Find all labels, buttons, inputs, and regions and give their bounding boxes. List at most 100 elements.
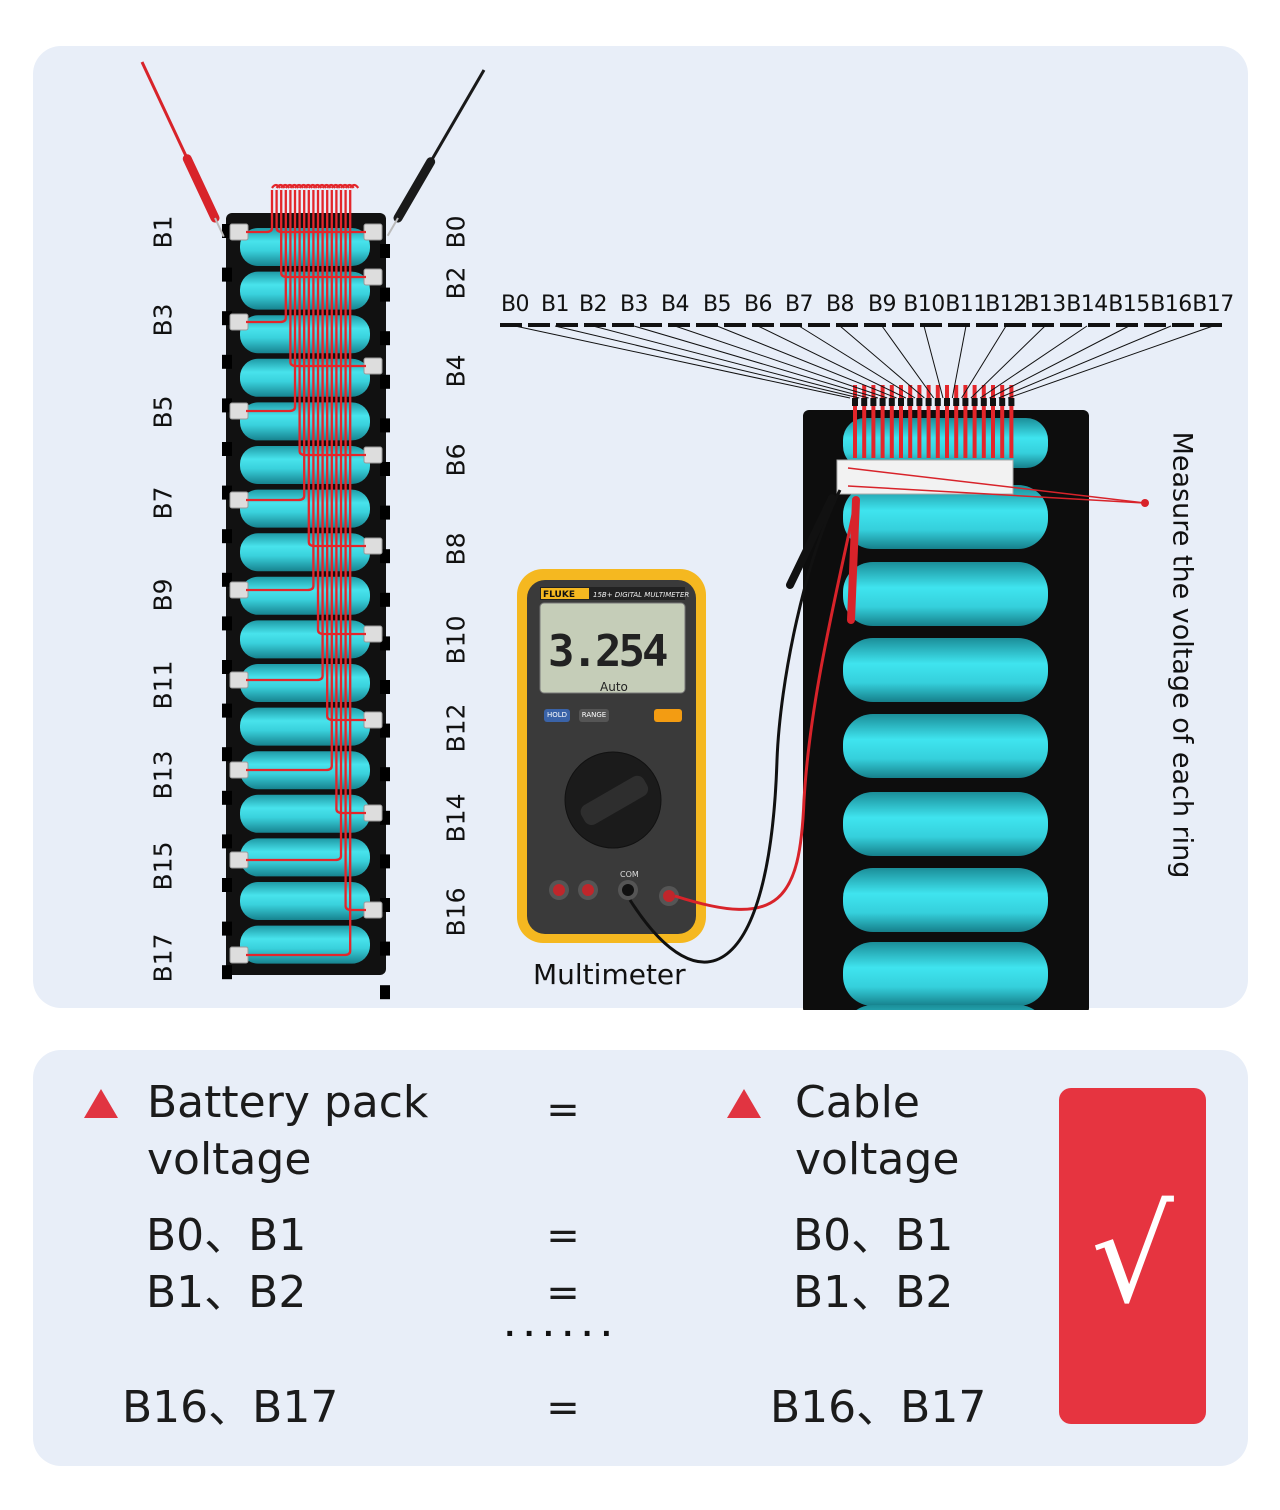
sense-wire [246, 190, 274, 234]
frame-notch [380, 810, 390, 825]
connector-pin-label: B9 [867, 292, 897, 317]
sense-wire [289, 190, 366, 368]
left-terminal-label: B15 [148, 841, 178, 891]
black-test-lead [628, 489, 842, 964]
connector-pin-label: B13 [1024, 292, 1066, 317]
sense-wire [312, 183, 323, 189]
connector-pin-label: B6 [743, 292, 773, 317]
frame-notch [380, 418, 390, 433]
frame-notch [222, 834, 232, 849]
probe-handle [393, 157, 436, 223]
left-terminal-label: B3 [148, 303, 178, 337]
battery-cell [240, 882, 370, 920]
terminal-tab [229, 761, 249, 779]
connector-leader-lines [500, 323, 1228, 399]
wire-crimp [925, 398, 932, 406]
frame-notch [222, 572, 232, 587]
sense-wire [349, 183, 360, 189]
leader-line [998, 325, 1172, 399]
wire-crimp [861, 398, 868, 406]
sense-wire [330, 183, 341, 189]
frame-notch [380, 462, 390, 476]
terminal-tab [363, 223, 383, 241]
yellow-button [654, 709, 682, 722]
warning-triangle-icon [84, 1089, 118, 1118]
leader-line [970, 325, 1046, 399]
sense-wire [298, 183, 309, 189]
cable-voltage-header-line2: voltage [795, 1134, 960, 1185]
frame-notch [380, 549, 390, 564]
frame-notch [222, 354, 232, 369]
battery-cell [843, 562, 1048, 626]
red-probe [140, 61, 225, 238]
terminal-tab [363, 446, 383, 464]
frame-notch [222, 660, 232, 674]
left-terminal-label: B11 [148, 660, 178, 710]
connector-pin-label: B5 [702, 292, 732, 317]
input-jack-center [582, 884, 594, 896]
right-terminal-label: B6 [441, 443, 471, 477]
pack-row-1: B0、B1 [146, 1210, 307, 1261]
probe-tip [214, 217, 225, 238]
leader-line [979, 325, 1088, 399]
sense-wire [335, 183, 346, 189]
pack-row-2: B1、B2 [146, 1267, 307, 1318]
wire-crimp [962, 398, 969, 406]
multimeter-device [517, 489, 860, 964]
frame-notch [380, 854, 390, 869]
connector-pin-label: B4 [660, 292, 690, 317]
sense-wire [275, 183, 286, 189]
pack-row-3: B16、B17 [122, 1382, 339, 1433]
leader-line [951, 325, 967, 399]
left-terminal-label: B1 [148, 215, 178, 249]
battery-diagram [140, 61, 1228, 1010]
leader-line [989, 325, 1130, 399]
annotation-dot [1141, 499, 1149, 507]
terminal-tab [229, 223, 249, 241]
leader-line [839, 325, 925, 399]
battery-cell [843, 792, 1048, 856]
black-probe-handle [786, 494, 836, 589]
measure-note: Measure the voltage of each ring [1166, 431, 1198, 879]
connector-pin-label: B14 [1066, 292, 1108, 317]
terminal-tab [363, 537, 383, 555]
brand-badge [541, 588, 589, 599]
leader-line [592, 325, 869, 399]
frame-notch [380, 985, 390, 1000]
left-terminal-label: B13 [148, 750, 178, 800]
frame-notch [222, 921, 232, 936]
leader-line [716, 325, 897, 399]
com-label: COM [620, 870, 639, 879]
probe-tip [386, 217, 399, 237]
terminal-tab [229, 946, 249, 964]
wire-crimp [944, 398, 950, 406]
leader-line [674, 325, 888, 399]
terminal-tab [363, 804, 383, 822]
sense-wire [271, 183, 281, 189]
connector-pin-label: B17 [1192, 292, 1234, 317]
wire-crimp [980, 398, 987, 406]
red-probe-handle [847, 496, 860, 624]
terminal-tab [363, 711, 383, 729]
sense-wire [326, 183, 337, 189]
left-terminal-label: B7 [148, 486, 178, 520]
sense-wire [317, 183, 327, 189]
frame-notch [222, 267, 232, 282]
connector-pin-label: B0 [500, 292, 530, 317]
frame-notch [380, 592, 390, 607]
multimeter-reading: 3.254 [548, 626, 668, 677]
sense-wire [280, 183, 291, 189]
frame-notch [222, 790, 232, 805]
terminal-tab [229, 313, 249, 331]
frame-notch [222, 311, 232, 326]
right-terminal-label: B4 [441, 354, 471, 388]
terminal-tab [363, 901, 383, 919]
right-pack-frame [803, 410, 1089, 1010]
comparison-panel [33, 1050, 1248, 1466]
connector-pin-label: B1 [540, 292, 570, 317]
wire-crimp [999, 398, 1006, 406]
terminal-tab [363, 357, 383, 375]
right-terminal-label: B2 [441, 266, 471, 300]
leader-line [554, 325, 860, 399]
wire-crimp [888, 398, 895, 406]
